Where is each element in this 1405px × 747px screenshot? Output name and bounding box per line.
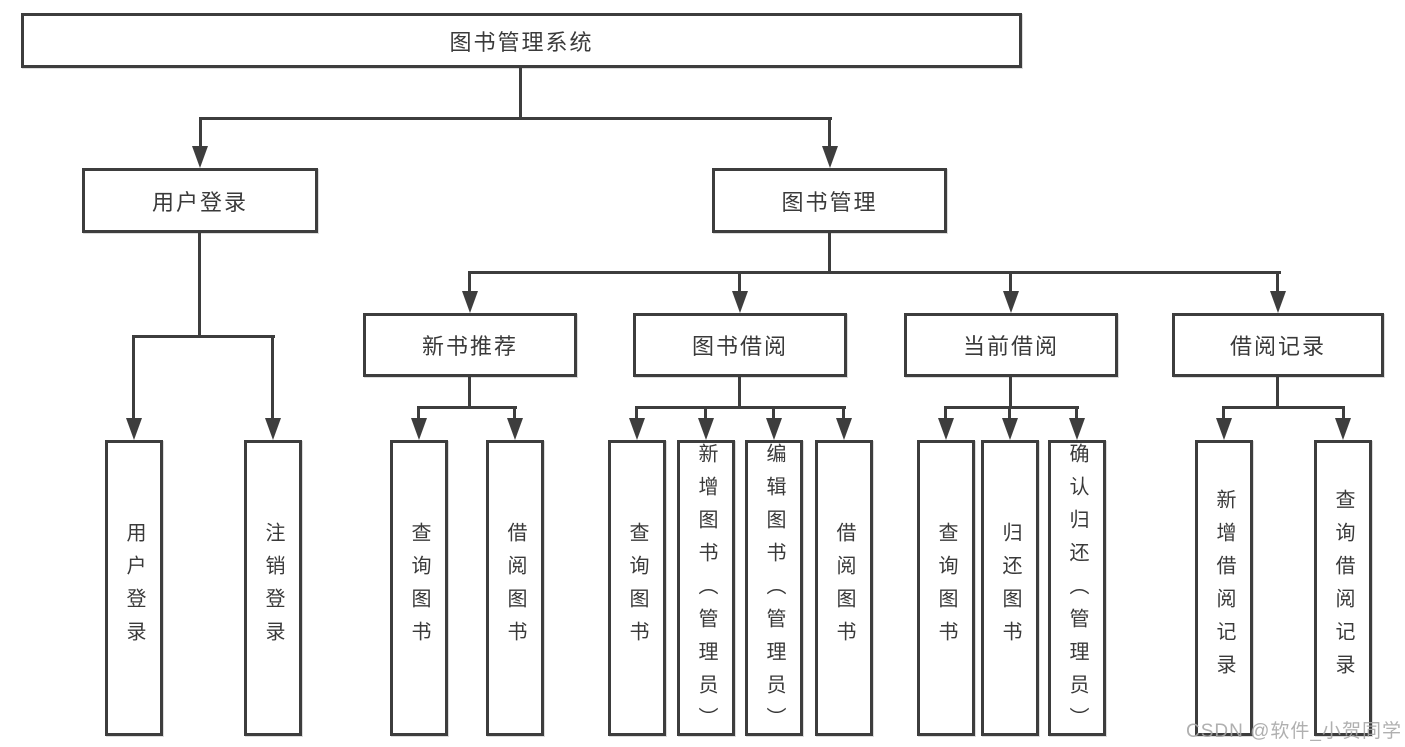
node-leaf-query-book-a: 查询图书 [390, 440, 448, 736]
node-label: 注销登录 [262, 522, 284, 654]
node-label: 借阅图书 [833, 522, 855, 654]
connector-line [772, 406, 775, 422]
arrowhead-down-icon [1270, 291, 1286, 313]
node-book-borrow: 图书借阅 [633, 313, 847, 377]
connector-line [199, 117, 832, 120]
node-label: 查询借阅记录 [1332, 489, 1354, 687]
arrowhead-down-icon [1003, 291, 1019, 313]
node-leaf-query-book-b: 查询图书 [608, 440, 666, 736]
connector-line [417, 406, 420, 422]
node-label: 新书推荐 [421, 334, 518, 359]
node-label: 用户登录 [123, 522, 145, 654]
node-label: 图书管理 [781, 189, 878, 215]
arrowhead-down-icon [822, 146, 838, 168]
node-label: 用户登录 [151, 189, 248, 215]
node-borrow-records: 借阅记录 [1172, 313, 1384, 377]
connector-line [468, 271, 1281, 274]
connector-line [132, 335, 135, 421]
connector-line [828, 233, 831, 274]
arrowhead-down-icon [265, 418, 281, 440]
node-label: 当前借阅 [962, 334, 1059, 359]
arrowhead-down-icon [766, 418, 782, 440]
connector-line [1222, 406, 1345, 409]
connector-line [468, 271, 471, 295]
connector-line [635, 406, 846, 409]
arrowhead-down-icon [938, 418, 954, 440]
arrowhead-down-icon [192, 146, 208, 168]
node-label: 查询图书 [408, 522, 430, 654]
node-leaf-query-book-c: 查询图书 [917, 440, 975, 736]
node-label: 图书管理系统 [449, 29, 594, 55]
node-book-mgmt: 图书管理 [712, 168, 947, 233]
arrowhead-down-icon [1216, 418, 1232, 440]
connector-line [1009, 271, 1012, 295]
connector-line [271, 335, 274, 421]
arrowhead-down-icon [1069, 418, 1085, 440]
csdn-watermark: CSDN @软件_小贺同学 [1186, 721, 1402, 742]
connector-line [944, 406, 1079, 409]
connector-line [635, 406, 638, 422]
connector-line [519, 68, 522, 120]
connector-line [468, 377, 471, 409]
node-leaf-add-record: 新增借阅记录 [1195, 440, 1253, 736]
node-label: 新增图书（管理员） [695, 443, 717, 740]
node-leaf-query-record: 查询借阅记录 [1314, 440, 1372, 736]
node-leaf-add-book: 新增图书（管理员） [677, 440, 735, 740]
connector-line [1075, 406, 1078, 422]
arrowhead-down-icon [462, 291, 478, 313]
connector-line [1222, 406, 1225, 422]
arrowhead-down-icon [836, 418, 852, 440]
arrowhead-down-icon [126, 418, 142, 440]
node-new-book-rec: 新书推荐 [363, 313, 577, 377]
arrowhead-down-icon [1002, 418, 1018, 440]
connector-line [704, 406, 707, 422]
connector-line [738, 377, 741, 409]
arrowhead-down-icon [411, 418, 427, 440]
node-label: 新增借阅记录 [1213, 489, 1235, 687]
node-leaf-confirm-return: 确认归还（管理员） [1048, 440, 1106, 740]
connector-line [198, 233, 201, 338]
node-current-borrow: 当前借阅 [904, 313, 1118, 377]
arrowhead-down-icon [1335, 418, 1351, 440]
node-label: 编辑图书（管理员） [763, 443, 785, 740]
connector-line [1276, 377, 1279, 409]
connector-line [513, 406, 516, 422]
arrowhead-down-icon [698, 418, 714, 440]
node-leaf-borrow-book-b: 借阅图书 [815, 440, 873, 736]
node-leaf-user-login: 用户登录 [105, 440, 163, 736]
node-label: 图书借阅 [691, 334, 788, 359]
node-label: 查询图书 [626, 522, 648, 654]
node-leaf-borrow-book-a: 借阅图书 [486, 440, 544, 736]
node-label: 归还图书 [999, 522, 1021, 654]
node-label: 确认归还（管理员） [1066, 443, 1088, 740]
node-user-login: 用户登录 [82, 168, 318, 233]
connector-line [417, 406, 517, 409]
connector-line [1276, 271, 1279, 295]
node-label: 查询图书 [935, 522, 957, 654]
connector-line [1342, 406, 1345, 422]
node-label: 借阅图书 [504, 522, 526, 654]
connector-line [842, 406, 845, 422]
arrowhead-down-icon [732, 291, 748, 313]
connector-line [1008, 406, 1011, 422]
node-root: 图书管理系统 [21, 13, 1022, 68]
connector-line [1009, 377, 1012, 409]
connector-line [199, 117, 202, 150]
connector-line [738, 271, 741, 295]
node-label: 借阅记录 [1229, 334, 1326, 359]
connector-line [828, 117, 831, 150]
arrowhead-down-icon [507, 418, 523, 440]
connector-line [132, 335, 275, 338]
node-leaf-logout: 注销登录 [244, 440, 302, 736]
arrowhead-down-icon [629, 418, 645, 440]
connector-line [944, 406, 947, 422]
node-leaf-edit-book: 编辑图书（管理员） [745, 440, 803, 740]
node-leaf-return-book: 归还图书 [981, 440, 1039, 736]
